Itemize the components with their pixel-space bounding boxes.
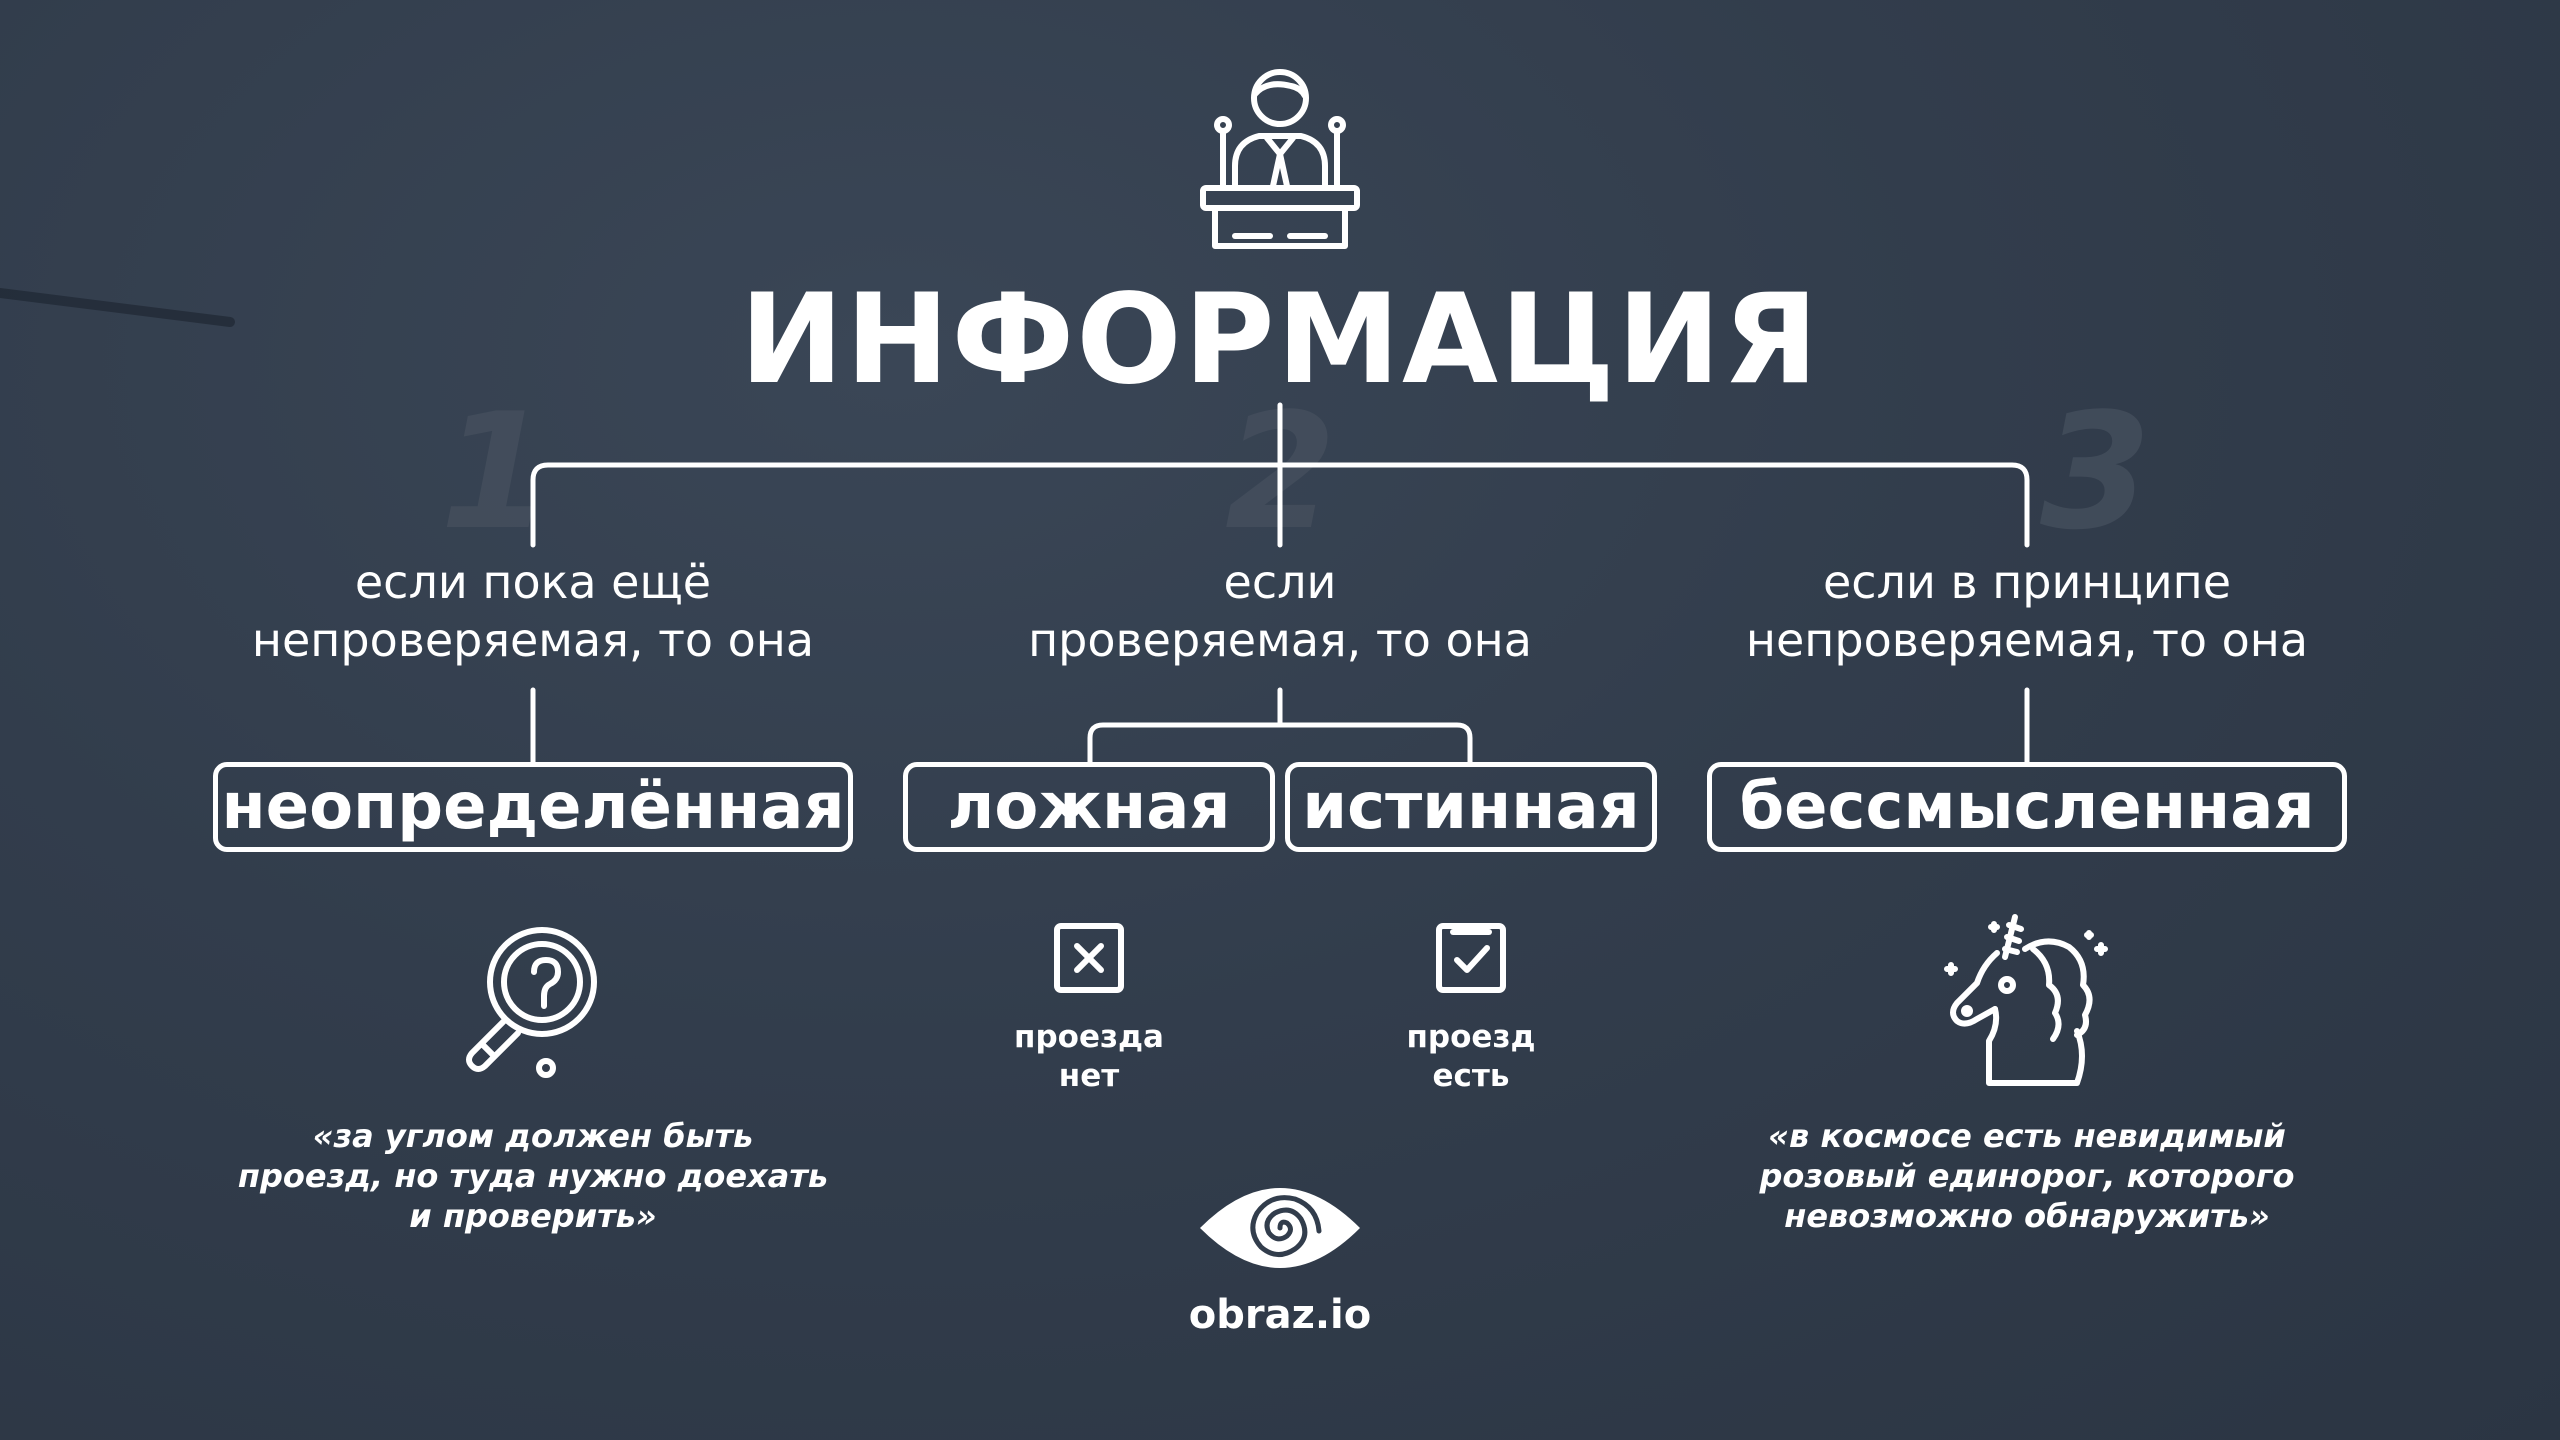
unicorn-icon (1944, 914, 2108, 1086)
quote-undefined: «за углом должен быть проезд, но туда ну… (238, 1116, 828, 1236)
quote-line: невозможно обнаружить» (1784, 1197, 2270, 1235)
condition-unverifiable-in-principle: если в принципе непроверяемая, то она (1746, 553, 2308, 669)
speaker-podium-icon (1200, 69, 1360, 249)
magnifier-question-icon (466, 927, 597, 1078)
condition-unverified-yet: если пока ещё непроверяемая, то она (252, 553, 814, 669)
condition-line: если (1223, 555, 1337, 609)
result-box-true: истинная (1285, 762, 1657, 852)
note-line: есть (1432, 1058, 1510, 1094)
cross-box-icon (1054, 923, 1124, 993)
condition-line: непроверяемая, то она (251, 613, 815, 667)
result-box-false: ложная (903, 762, 1275, 852)
note-true: проезд есть (1407, 1018, 1536, 1096)
result-box-meaningless: бессмысленная (1707, 762, 2347, 852)
condition-line: непроверяемая, то она (1745, 613, 2309, 667)
quote-line: розовый единорог, которого (1759, 1157, 2295, 1195)
note-line: проезда (1014, 1019, 1164, 1055)
spiral-eye-icon (1200, 1188, 1360, 1268)
condition-line: если пока ещё (354, 555, 712, 609)
condition-line: проверяемая, то она (1028, 613, 1532, 667)
note-line: проезд (1406, 1019, 1536, 1055)
quote-line: «в космосе есть невидимый (1768, 1117, 2286, 1155)
condition-line: если в принципе (1822, 555, 2232, 609)
check-box-icon (1436, 923, 1506, 993)
brand-name: obraz.io (1188, 1292, 1372, 1338)
quote-line: проезд, но туда нужно доехать (237, 1157, 829, 1195)
page-title: ИНФОРМАЦИЯ (739, 268, 1821, 412)
note-line: нет (1058, 1058, 1120, 1094)
note-false: проезда нет (1014, 1018, 1164, 1096)
quote-line: «за углом должен быть (312, 1117, 754, 1155)
condition-verifiable: если проверяемая, то она (1028, 553, 1532, 669)
number-3: 3 (2040, 378, 2152, 565)
quote-line: и проверить» (409, 1197, 657, 1235)
quote-meaningless: «в космосе есть невидимый розовый единор… (1759, 1116, 2294, 1236)
result-box-undefined: неопределённая (213, 762, 853, 852)
